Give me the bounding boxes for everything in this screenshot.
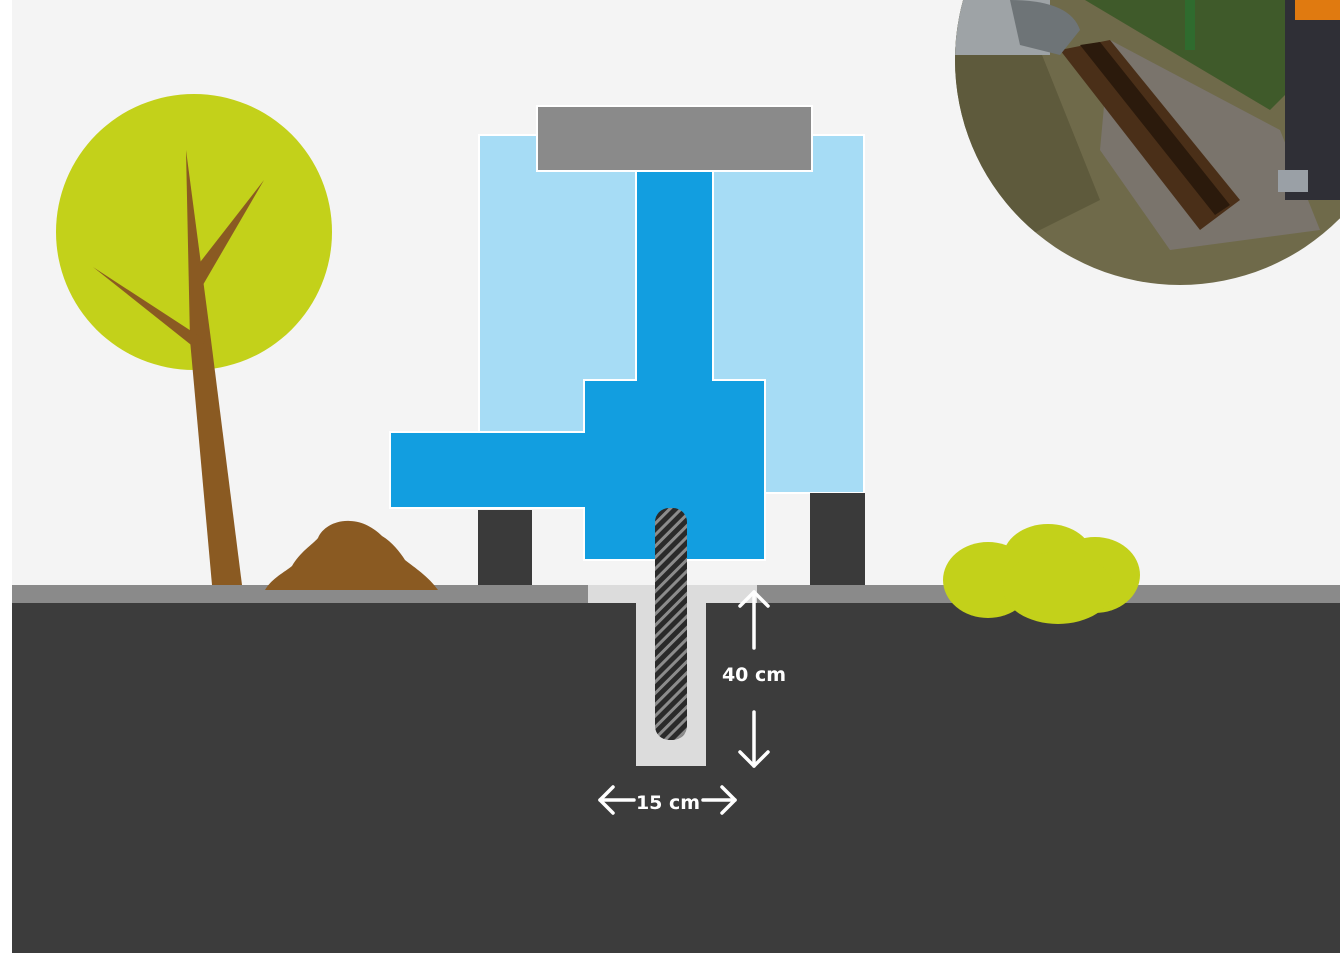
width-label: 15 cm xyxy=(636,792,700,814)
cutting-blade xyxy=(655,508,687,740)
front-wheel xyxy=(810,493,865,585)
machine-top-bar xyxy=(537,106,812,171)
rear-wheel xyxy=(478,510,532,585)
depth-label: 40 cm xyxy=(722,664,786,686)
